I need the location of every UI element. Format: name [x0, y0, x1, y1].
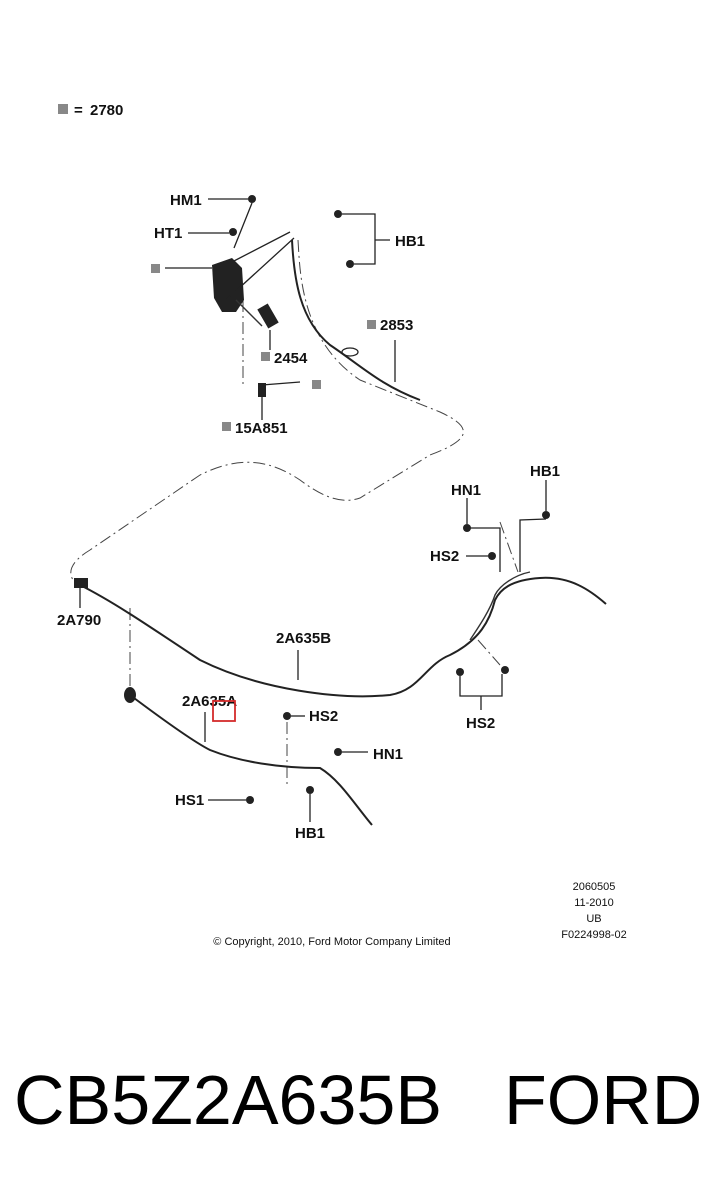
legend-equals: =	[74, 102, 83, 119]
label-hb1-right: HB1	[530, 463, 560, 480]
copyright: © Copyright, 2010, Ford Motor Company Li…	[213, 936, 450, 948]
drawing-meta: 2060505 11-2010 UB F0224998-02	[561, 881, 626, 941]
bolt-hm1-shaft	[233, 202, 253, 249]
bolt-hs2-lower-a	[456, 668, 464, 676]
meta-code: 2060505	[573, 881, 616, 893]
meta-region: UB	[586, 913, 601, 925]
label-hs2-right: HS2	[430, 548, 459, 565]
front-cable	[291, 210, 421, 401]
brand-name: FORD	[504, 1061, 703, 1139]
label-hn1-right: HN1	[451, 482, 481, 499]
leader-lines	[79, 198, 547, 822]
label-2a635a: 2A635A	[182, 693, 237, 710]
clip-2a790	[74, 578, 88, 588]
grid-icon	[58, 104, 68, 114]
cable-2a635b-path	[79, 576, 607, 698]
bolt-ht1	[229, 228, 237, 236]
legend: = 2780	[58, 102, 123, 119]
routing-outline	[70, 239, 464, 586]
rear-cable-left	[124, 687, 373, 826]
bolt-hs2-lower-b	[501, 666, 509, 674]
right-guide-line-2	[477, 639, 501, 666]
label-hs2-mid: HS2	[309, 708, 338, 725]
label-ht1: HT1	[154, 225, 182, 242]
label-hb1-lower: HB1	[295, 825, 325, 842]
label-15a851: 15A851	[235, 420, 288, 437]
label-hs1: HS1	[175, 792, 204, 809]
pedal-arm	[235, 299, 263, 327]
label-hn1-lower: HN1	[373, 746, 403, 763]
label-hm1: HM1	[170, 192, 202, 209]
grid-icon	[222, 422, 231, 431]
switch-wire	[261, 381, 301, 386]
grid-icon	[367, 320, 376, 329]
cable-2a635a-end	[124, 687, 136, 703]
label-hs2-lower: HS2	[466, 715, 495, 732]
pedal-pad	[257, 303, 279, 329]
label-2853: 2853	[380, 317, 413, 334]
bolt-hn1-right	[463, 524, 471, 532]
front-cable-path	[291, 239, 421, 401]
leader-right-clips	[470, 518, 547, 572]
bolt-hs1	[246, 796, 254, 804]
bolt-hb1-right	[542, 511, 550, 519]
parking-brake-cable-diagram: = 2780	[57, 102, 627, 948]
legend-value: 2780	[90, 102, 123, 119]
grid-icon	[151, 264, 160, 273]
meta-figure: F0224998-02	[561, 929, 626, 941]
bolt-hn1-lower	[334, 748, 342, 756]
cable-2a635b-branch	[469, 571, 531, 641]
bolt-hs2-right	[488, 552, 496, 560]
right-guide-line	[499, 521, 519, 573]
hb1-top-bolt-a	[334, 210, 342, 218]
leader-hs2-lower	[459, 674, 503, 710]
label-hb1-top: HB1	[395, 233, 425, 250]
part-number: CB5Z2A635B	[14, 1061, 443, 1139]
label-2a790: 2A790	[57, 612, 101, 629]
pedal-switch	[258, 383, 266, 397]
pedal-assembly	[212, 195, 301, 397]
cable-2a635a-path	[129, 694, 373, 826]
grid-icon	[312, 380, 321, 389]
meta-date: 11-2010	[574, 897, 614, 909]
front-cable-grommet	[341, 347, 359, 357]
label-2a635b: 2A635B	[276, 630, 331, 647]
pedal-linkage	[225, 231, 295, 301]
rear-cable-right	[74, 571, 607, 698]
label-2454: 2454	[274, 350, 308, 367]
bolt-hs2-mid	[283, 712, 291, 720]
highlight-box	[212, 700, 236, 722]
grid-icon	[261, 352, 270, 361]
footer: CB5Z2A635B FORD	[0, 1060, 708, 1160]
leader-hb1-top	[342, 213, 390, 265]
pedal-bracket	[212, 258, 244, 312]
bolt-hb1-lower	[306, 786, 314, 794]
hb1-top-bolt-b	[346, 260, 354, 268]
bolt-hm1	[248, 195, 256, 203]
